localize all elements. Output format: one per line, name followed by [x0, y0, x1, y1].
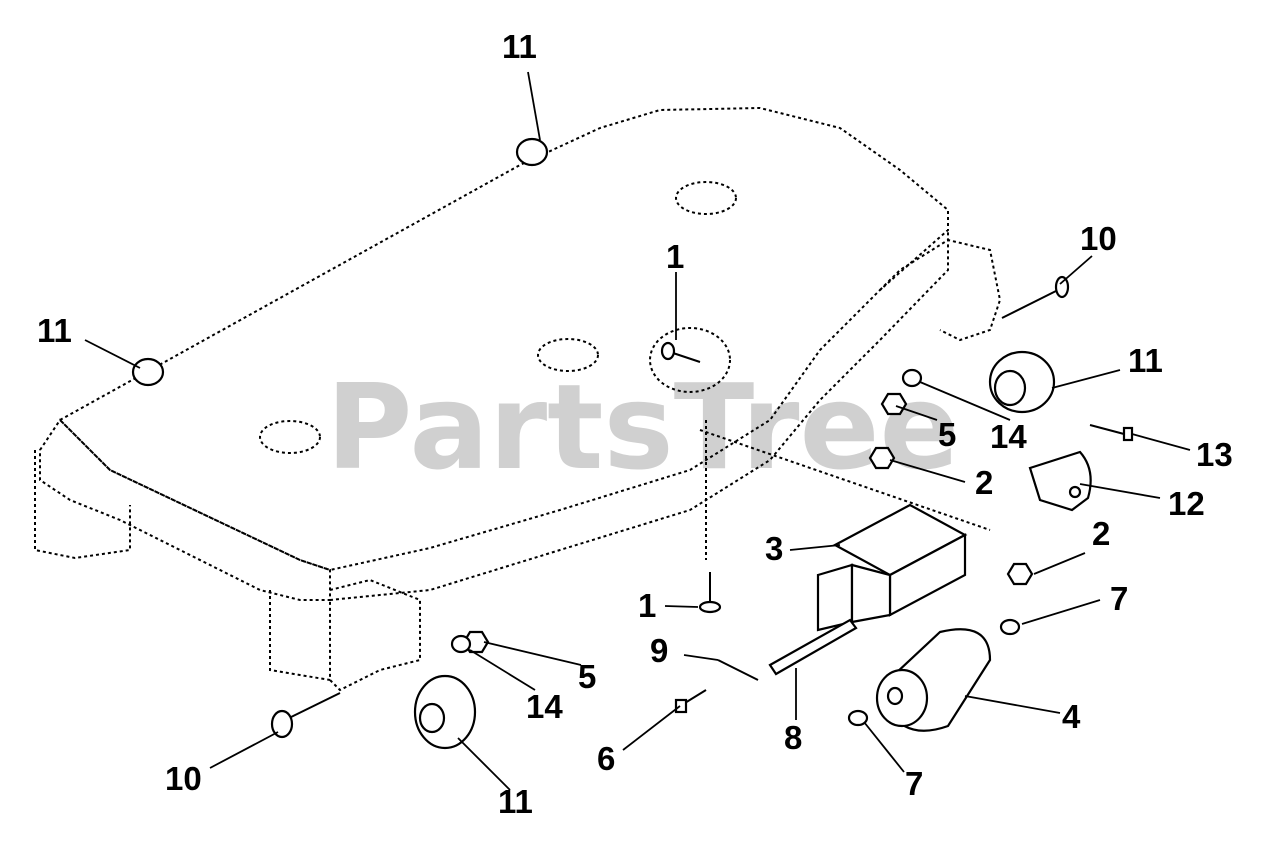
callout-2: 2 — [1092, 515, 1110, 552]
callout-5: 5 — [578, 658, 596, 695]
leader-lines — [84, 71, 1191, 791]
roller — [875, 628, 992, 732]
washer-front — [450, 634, 472, 654]
washer-right — [901, 368, 923, 388]
callout-7: 7 — [1110, 580, 1128, 617]
callout-labels: 11 11 11 11 10 10 1 1 2 2 3 4 5 5 6 7 7 … — [37, 28, 1233, 820]
callout-1: 1 — [666, 238, 684, 275]
hairpin — [717, 659, 759, 681]
hex-screw — [674, 689, 707, 714]
callout-3: 3 — [765, 530, 783, 567]
callout-13: 13 — [1196, 436, 1233, 473]
roller-axle — [768, 618, 858, 676]
callout-11: 11 — [498, 783, 533, 820]
anti-scalp-wheel-top — [515, 137, 549, 167]
self-tapping-screw — [1089, 424, 1134, 442]
callout-14: 14 — [990, 418, 1027, 455]
anti-scalp-wheel-rear-left — [131, 357, 165, 387]
anti-scalp-wheel-front — [413, 674, 477, 750]
callout-1: 1 — [638, 587, 656, 624]
callout-7: 7 — [905, 765, 923, 802]
anti-scalp-wheel-rear-right — [988, 350, 1056, 414]
locknut-right — [880, 392, 908, 416]
mounting-plate — [1028, 450, 1092, 512]
callout-4: 4 — [1062, 698, 1081, 735]
callout-8: 8 — [784, 719, 802, 756]
roller-bracket — [816, 503, 968, 632]
watermark: PartsTree — [326, 358, 960, 496]
callout-11: 11 — [37, 312, 72, 349]
callout-11: 11 — [502, 28, 537, 65]
carriage-bolt-lower — [270, 692, 341, 739]
washer-lower — [847, 709, 869, 727]
bolt-lower — [698, 572, 722, 614]
mower-deck — [34, 106, 1002, 692]
callout-10: 10 — [165, 760, 202, 797]
nut-upper — [868, 446, 896, 470]
callout-6: 6 — [597, 740, 615, 777]
callout-2: 2 — [975, 464, 993, 501]
nut-lower — [1006, 562, 1034, 586]
callout-12: 12 — [1168, 485, 1205, 522]
bolt-upper — [660, 341, 701, 363]
callout-5: 5 — [938, 416, 956, 453]
washer-upper — [999, 618, 1021, 636]
callout-11: 11 — [1128, 342, 1163, 379]
carriage-bolt-upper — [1001, 275, 1070, 319]
callout-14: 14 — [526, 688, 563, 725]
callout-9: 9 — [650, 632, 668, 669]
callout-10: 10 — [1080, 220, 1117, 257]
